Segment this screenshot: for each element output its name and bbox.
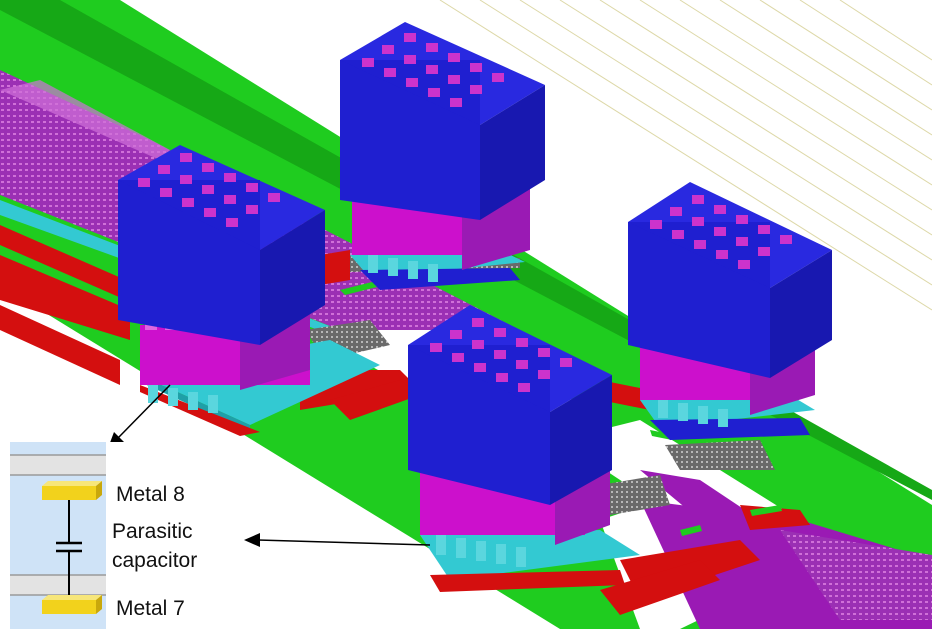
metal-8-label: Metal 8 <box>116 483 185 506</box>
parasitic-capacitor-label-line1: Parasitic <box>112 520 193 543</box>
parasitic-capacitor-label-line2: capacitor <box>112 549 198 572</box>
component-stack-2 <box>340 22 545 290</box>
component-stack-4 <box>408 305 640 592</box>
metal-7-label: Metal 7 <box>116 597 185 620</box>
component-stack-3 <box>628 182 832 470</box>
component-stack-1 <box>118 145 380 436</box>
inset-cross-section <box>10 442 236 629</box>
background-hatch-lines <box>439 0 932 311</box>
purple-plane-lower <box>640 470 932 629</box>
